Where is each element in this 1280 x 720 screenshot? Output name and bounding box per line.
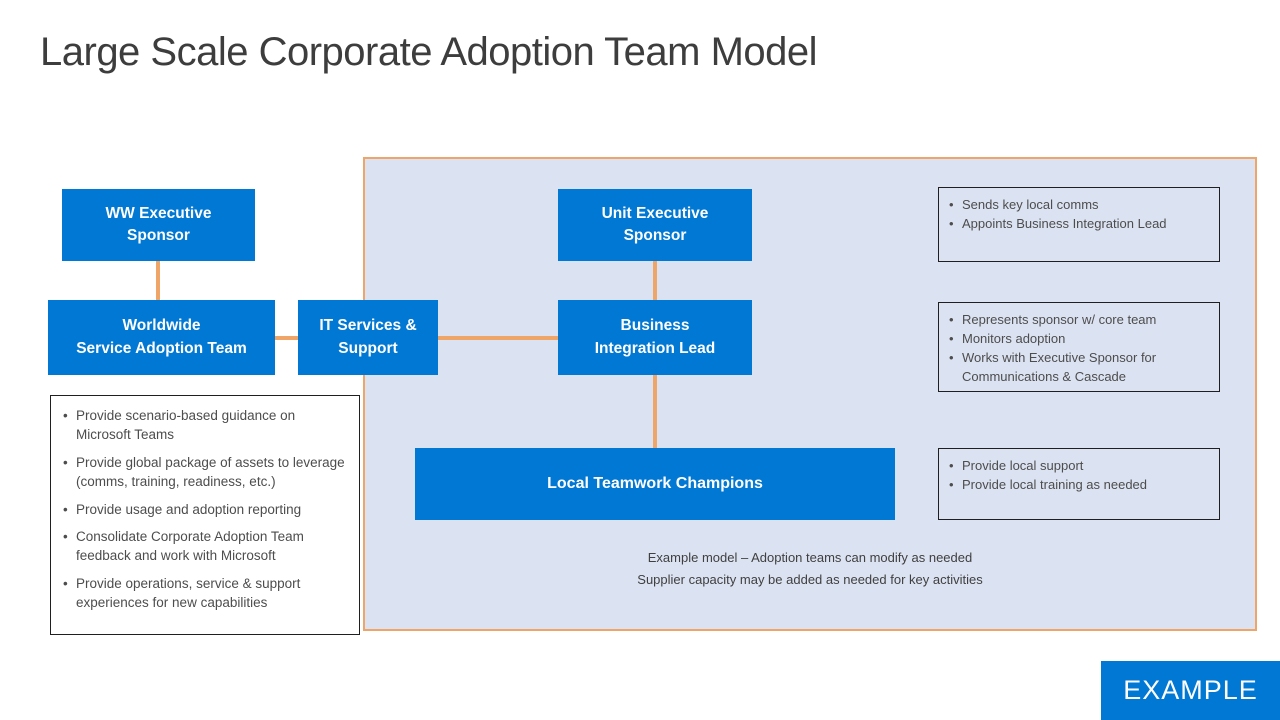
note-item: Provide scenario-based guidance on Micro… bbox=[63, 407, 349, 445]
notes-list: Sends key local comms Appoints Business … bbox=[949, 196, 1211, 234]
note-item: Provide usage and adoption reporting bbox=[63, 501, 349, 520]
note-item: Represents sponsor w/ core team bbox=[949, 311, 1211, 330]
notes-worldwide-service-adoption-team: Provide scenario-based guidance on Micro… bbox=[50, 395, 360, 635]
node-ww-executive-sponsor: WW Executive Sponsor bbox=[62, 189, 255, 261]
notes-list: Provide scenario-based guidance on Micro… bbox=[63, 407, 349, 613]
note-item: Provide local training as needed bbox=[949, 476, 1211, 495]
note-item: Consolidate Corporate Adoption Team feed… bbox=[63, 528, 349, 566]
note-item: Provide local support bbox=[949, 457, 1211, 476]
footer-note-line1: Example model – Adoption teams can modif… bbox=[647, 550, 973, 565]
example-badge: EXAMPLE bbox=[1101, 661, 1280, 720]
note-item: Monitors adoption bbox=[949, 330, 1211, 349]
note-item: Provide global package of assets to leve… bbox=[63, 454, 349, 492]
connector-ww-exec-to-worldwide-team bbox=[156, 261, 160, 301]
notes-list: Provide local support Provide local trai… bbox=[949, 457, 1211, 495]
notes-unit-executive-sponsor: Sends key local comms Appoints Business … bbox=[938, 187, 1220, 262]
connector-it-services-to-integration-lead bbox=[437, 336, 559, 340]
notes-local-teamwork-champions: Provide local support Provide local trai… bbox=[938, 448, 1220, 520]
note-item: Appoints Business Integration Lead bbox=[949, 215, 1211, 234]
node-unit-executive-sponsor: Unit Executive Sponsor bbox=[558, 189, 752, 261]
unit-scope-panel bbox=[363, 157, 1257, 631]
connector-worldwide-team-to-it-services bbox=[274, 336, 299, 340]
connector-unit-exec-to-integration-lead bbox=[653, 261, 657, 301]
node-business-integration-lead: Business Integration Lead bbox=[558, 300, 752, 375]
notes-business-integration-lead: Represents sponsor w/ core team Monitors… bbox=[938, 302, 1220, 392]
footer-note-line2: Supplier capacity may be added as needed… bbox=[637, 572, 983, 587]
node-local-teamwork-champions: Local Teamwork Champions bbox=[415, 448, 895, 520]
note-item: Sends key local comms bbox=[949, 196, 1211, 215]
note-item: Provide operations, service & support ex… bbox=[63, 575, 349, 613]
node-worldwide-service-adoption-team: Worldwide Service Adoption Team bbox=[48, 300, 275, 375]
slide-title: Large Scale Corporate Adoption Team Mode… bbox=[40, 30, 818, 74]
node-it-services-support: IT Services & Support bbox=[298, 300, 438, 375]
notes-list: Represents sponsor w/ core team Monitors… bbox=[949, 311, 1211, 386]
connector-integration-lead-to-champions bbox=[653, 374, 657, 449]
note-item: Works with Executive Sponsor for Communi… bbox=[949, 349, 1211, 387]
